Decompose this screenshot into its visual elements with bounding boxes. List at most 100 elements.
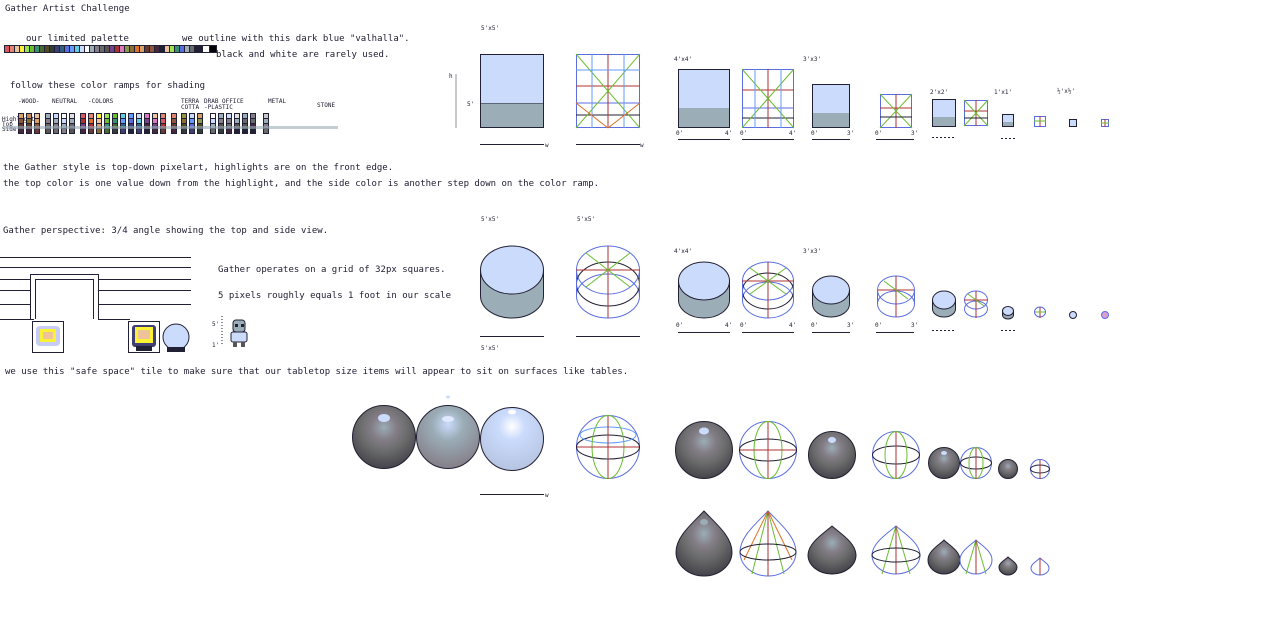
palette-swatch — [170, 45, 175, 53]
cone-2 — [927, 539, 961, 575]
table-item — [128, 321, 160, 353]
measure-w-2: w — [640, 142, 644, 149]
measure-zero-5: 0' — [676, 322, 684, 329]
cube-5-wireframe — [575, 53, 641, 145]
scale-label-5ft: 5' — [212, 321, 220, 328]
measure-zero-4: 0' — [875, 130, 883, 137]
palette-swatch — [165, 45, 170, 53]
palette-swatch — [80, 45, 85, 53]
sphere-3-wireframe — [872, 431, 920, 479]
measure-three-2: 3' — [911, 130, 919, 137]
size-label-cube-3: 3'x3' — [803, 56, 822, 63]
group-cotta-label: COTTA — [181, 104, 200, 111]
palette-swatch — [45, 45, 50, 53]
palette-swatch — [60, 45, 65, 53]
safe-space-note: we use this "safe space" tile to make su… — [5, 367, 629, 377]
palette-swatch — [125, 45, 130, 53]
palette-swatch — [4, 45, 10, 53]
group-metal-label: METAL — [268, 98, 287, 105]
cube-4-wireframe — [741, 68, 795, 140]
palette-swatch — [115, 45, 120, 53]
size-label-sphere-5: 5'x5' — [481, 345, 500, 352]
measure-5ft: 5' — [467, 101, 475, 108]
measure-zero-1: 0' — [676, 130, 684, 137]
measure-four-3: 4' — [725, 322, 733, 329]
limited-palette — [4, 45, 215, 53]
sphere-1 — [998, 459, 1018, 479]
cube-half-wireframe — [1101, 119, 1109, 127]
cube-2 — [932, 99, 956, 138]
outline-note: we outline with this dark blue "valhalla… — [182, 34, 410, 44]
palette-swatch — [180, 45, 185, 53]
palette-swatch — [145, 45, 150, 53]
cylinder-5 — [480, 245, 544, 337]
size-label-cyl-4: 4'x4' — [674, 248, 693, 255]
group-plastic-label: -PLASTIC — [204, 104, 233, 111]
cube-half — [1069, 119, 1077, 127]
outline-swatch-black — [209, 45, 217, 53]
cone-4 — [675, 510, 733, 577]
sphere-grey — [416, 395, 480, 469]
character-sprite — [221, 316, 248, 347]
group-terra-label: TERRA — [181, 98, 200, 105]
page-title: Gather Artist Challenge — [5, 4, 130, 14]
measure-three-3: 3' — [847, 322, 855, 329]
cube-5 — [455, 54, 544, 145]
style-note-2: the top color is one value down from the… — [3, 179, 600, 189]
measure-w-3: w — [545, 492, 549, 499]
bw-note: black and white are rarely used. — [216, 50, 390, 60]
sphere-stone-dark — [352, 405, 416, 469]
palette-swatch — [70, 45, 75, 53]
cylinder-1 — [1001, 306, 1015, 331]
size-label-cyl-3: 3'x3' — [803, 248, 822, 255]
ramp-side-label-side: Side — [2, 126, 17, 133]
sphere-1-wireframe — [1030, 459, 1050, 479]
palette-swatch — [20, 45, 25, 53]
group-neutral-label: NEUTRAL — [52, 98, 78, 105]
size-label-cube-5: 5'x5' — [481, 25, 500, 32]
cylinder-half-wireframe — [1101, 311, 1109, 319]
cube-2-wireframe — [963, 99, 989, 127]
measure-zero-6: 0' — [740, 322, 748, 329]
sphere-4-wireframe — [739, 421, 797, 479]
sphere-4 — [675, 421, 733, 479]
measure-four-1: 4' — [725, 130, 733, 137]
size-label-cyl-5: 5'x5' — [481, 216, 500, 223]
palette-swatch — [85, 45, 90, 53]
cylinder-4 — [678, 261, 730, 333]
ramp-side-label-top: Top — [2, 121, 13, 128]
sphere-5-wireframe — [576, 415, 640, 479]
palette-swatch — [190, 45, 195, 53]
cube-3 — [812, 84, 850, 140]
palette-swatch — [110, 45, 115, 53]
measure-zero-8: 0' — [875, 322, 883, 329]
group-office-label: OFFICE — [222, 98, 244, 105]
palette-swatch — [50, 45, 55, 53]
measure-three-4: 3' — [911, 322, 919, 329]
size-label-cyl-5b: 5'x5' — [577, 216, 596, 223]
palette-label: our limited palette — [26, 34, 129, 44]
scale-note: 5 pixels roughly equals 1 foot in our sc… — [218, 291, 451, 301]
group-wood-label: -WOOD- — [18, 98, 40, 105]
cylinder-3-wireframe — [876, 275, 915, 333]
cylinder-1-wireframe — [1034, 306, 1046, 318]
size-label-cube-4: 4'x4' — [674, 56, 693, 63]
grid-note: Gather operates on a grid of 32px square… — [218, 265, 446, 275]
cube-3-wireframe — [876, 93, 914, 140]
ramp-baseline — [4, 126, 338, 129]
cylinder-half — [1069, 311, 1077, 319]
measure-zero-3: 0' — [811, 130, 819, 137]
cone-3 — [807, 525, 857, 575]
group-drab-label: DRAB — [204, 98, 219, 105]
palette-swatch — [100, 45, 105, 53]
sphere-light — [480, 407, 544, 495]
measure-three-1: 3' — [847, 130, 855, 137]
palette-swatch — [65, 45, 70, 53]
cube-1-wireframe — [1034, 116, 1046, 127]
palette-swatch — [25, 45, 30, 53]
palette-swatch — [15, 45, 20, 53]
palette-swatch — [160, 45, 165, 53]
cone-1-wireframe — [1030, 557, 1050, 576]
